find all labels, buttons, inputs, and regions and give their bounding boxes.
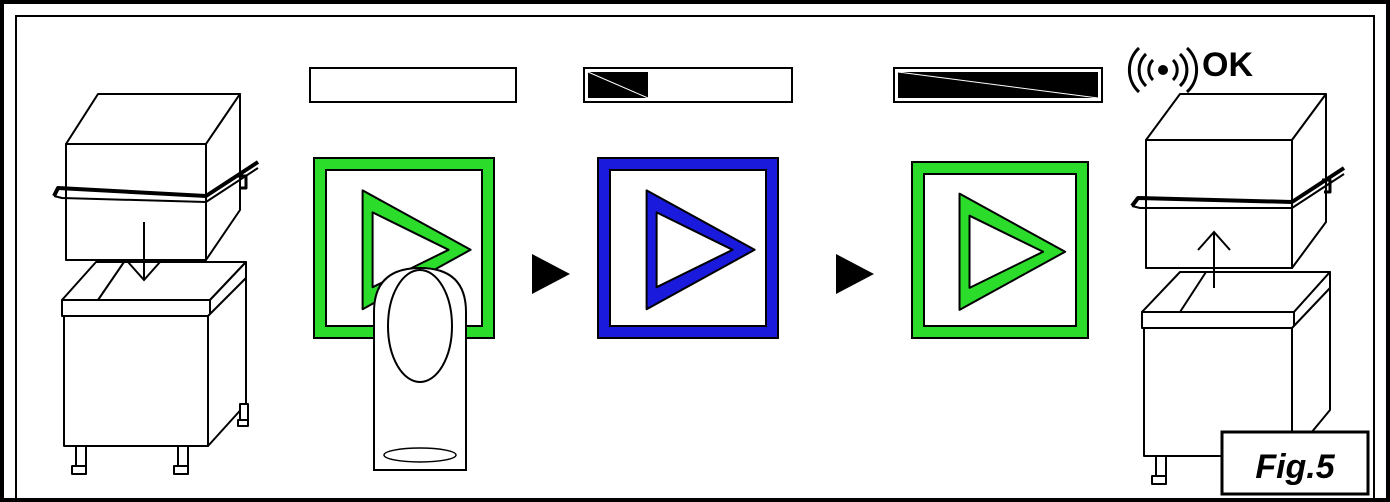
play-icon	[645, 189, 756, 311]
inner-border	[15, 15, 1375, 501]
ok-label: OK	[1202, 46, 1253, 84]
wireless-signal-icon	[1127, 46, 1199, 94]
play-icon	[958, 192, 1067, 311]
lid-down-arrow-icon	[127, 222, 161, 282]
progress-fill-diagonal	[587, 71, 649, 99]
progress-bars	[309, 67, 1103, 103]
progress-bar-partial	[583, 67, 793, 103]
progress-bar-full	[893, 67, 1103, 103]
machine-left-icon	[52, 93, 260, 475]
lid-up-arrow-icon	[1197, 230, 1231, 288]
progress-fill-diagonal	[897, 71, 1099, 99]
figure-label-box	[1220, 430, 1370, 496]
next-arrow-icon	[532, 254, 570, 294]
progress-bar-empty	[309, 67, 517, 103]
machine-right-icon	[1130, 93, 1346, 485]
finger-press-icon	[373, 266, 467, 471]
figure-label: Fig.5	[1255, 448, 1335, 486]
play-button-running[interactable]	[597, 157, 779, 339]
play-button-done[interactable]	[911, 161, 1089, 339]
next-arrow-icon	[836, 254, 874, 294]
progress-track	[309, 67, 517, 103]
